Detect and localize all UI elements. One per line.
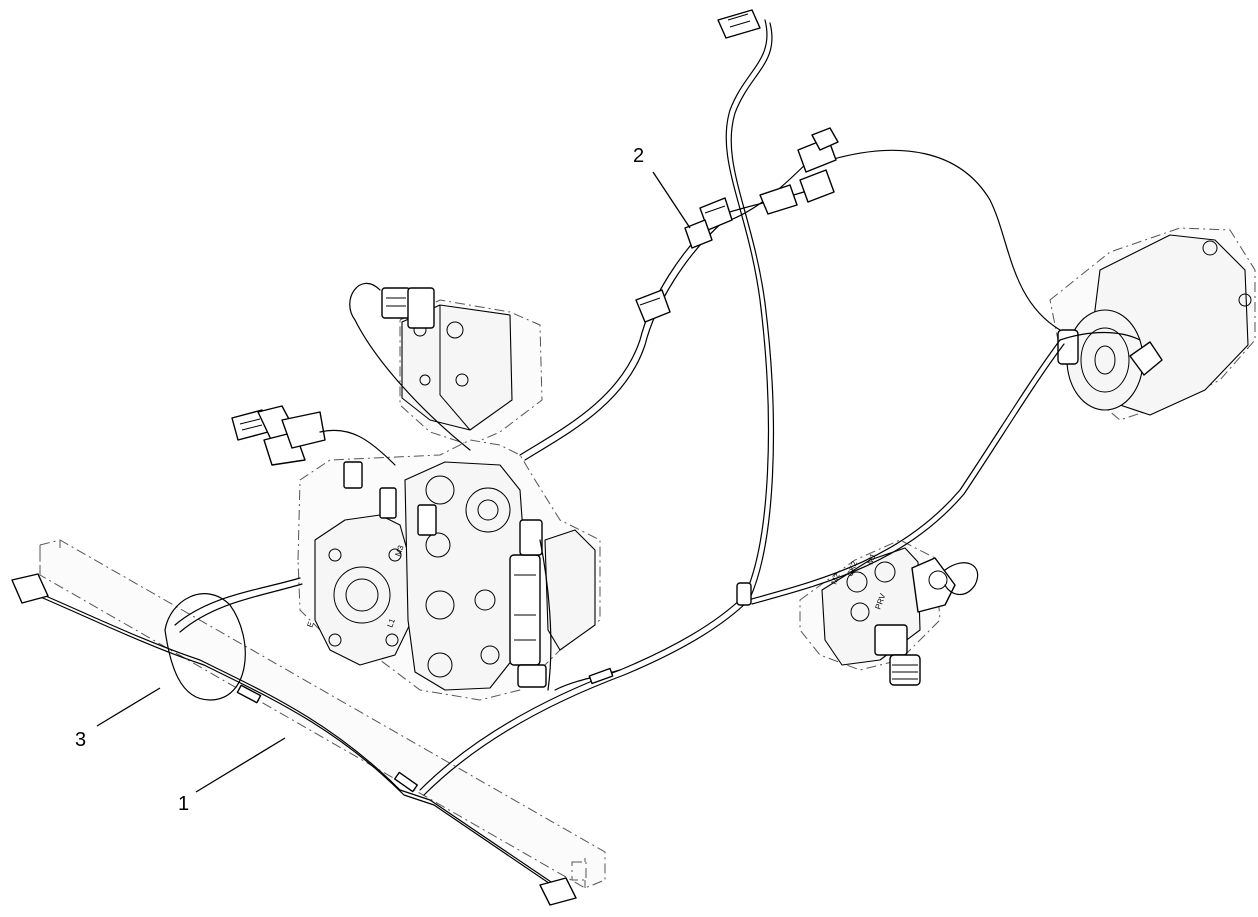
callout-3: 3 — [75, 687, 161, 751]
callout-1-leader — [195, 737, 286, 793]
flow-control-valve: M2 CK2 M1 PRV — [799, 539, 956, 686]
callout-1: 1 — [178, 737, 286, 815]
frame-left-connector — [11, 573, 49, 604]
svg-text:E: E — [305, 621, 315, 629]
callout-2: 2 — [633, 145, 691, 229]
callout-1-label: 1 — [178, 793, 189, 815]
valve-mounting-block — [381, 287, 543, 446]
pump-connector-cluster — [231, 405, 326, 466]
wiring-harness — [11, 9, 1141, 906]
frame-crossmember — [39, 539, 606, 889]
svg-text:M3: M3 — [393, 544, 405, 558]
svg-text:L1: L1 — [385, 617, 397, 629]
callout-3-label: 3 — [75, 729, 86, 751]
drive-motor — [1049, 227, 1256, 421]
callout-2-leader — [652, 171, 691, 229]
callout-2-label: 2 — [633, 145, 644, 167]
frame-right-connector — [539, 877, 577, 906]
callout-3-leader — [96, 687, 161, 727]
hydrostatic-pump: M3 L1 E — [297, 439, 601, 701]
